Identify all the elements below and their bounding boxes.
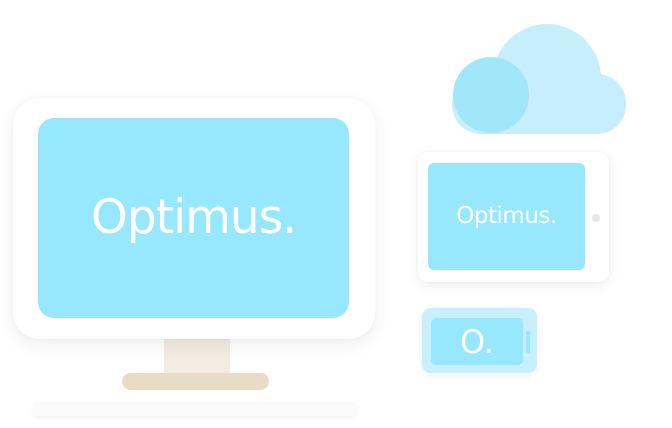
tablet-logo-text: Optimus.: [456, 203, 557, 229]
monitor-stand-neck: [164, 334, 230, 378]
monitor-logo-text: Optimus.: [90, 189, 297, 245]
cloud-left-puff: [453, 57, 529, 133]
cloud-right-puff: [568, 74, 626, 132]
tablet-home-button: [592, 214, 600, 222]
phone-side-button: [526, 331, 530, 353]
monitor-floor-shadow: [34, 402, 356, 416]
phone-screen: O.: [431, 318, 523, 365]
phone-logo-text: O.: [459, 322, 495, 361]
monitor-stand-base: [122, 373, 269, 390]
tablet-screen: Optimus.: [428, 163, 585, 270]
monitor-screen: Optimus.: [38, 118, 349, 318]
